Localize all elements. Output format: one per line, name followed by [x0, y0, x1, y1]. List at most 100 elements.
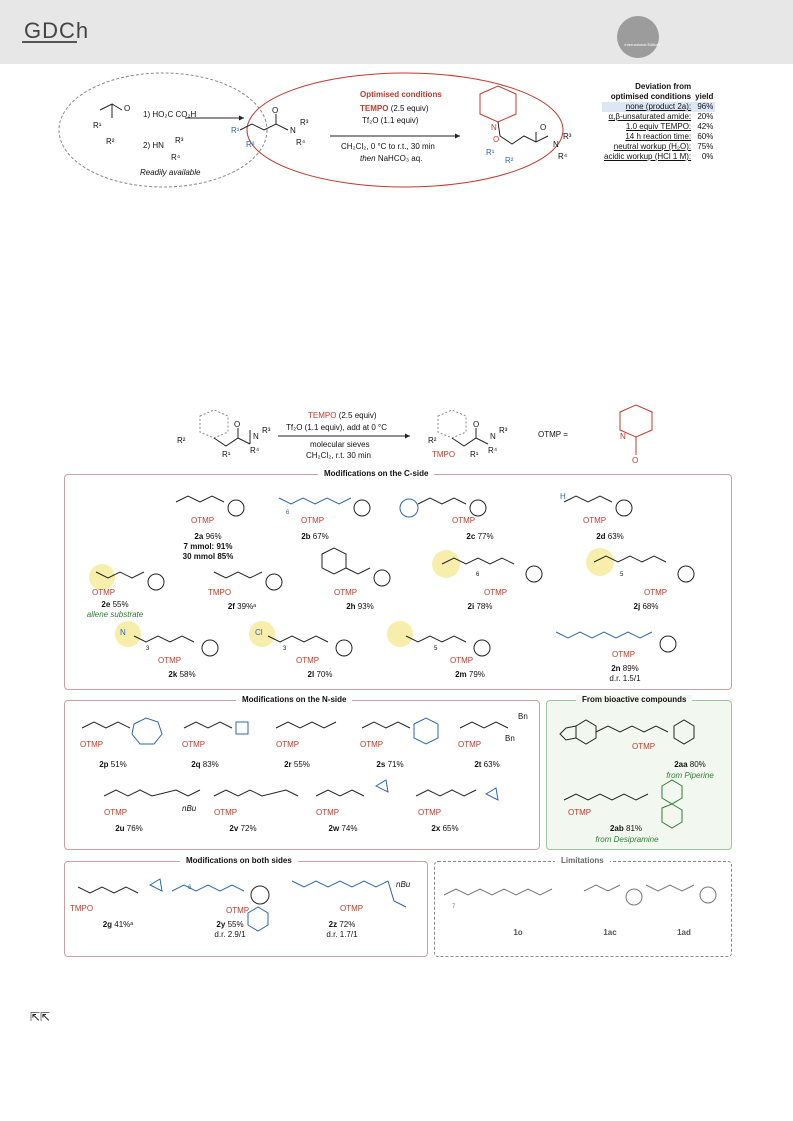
compound-2a-7mmol: 7 mmol: 91% — [183, 542, 233, 551]
otmp-label: OTMP — [296, 656, 320, 665]
otmp-label: OTMP — [568, 808, 592, 817]
otmp-label: OTMP — [360, 740, 384, 749]
sm2-n: N — [253, 432, 259, 441]
product-amide-n: N — [553, 140, 559, 149]
sm-bonds — [213, 428, 251, 447]
compound-2y: 2y 55% — [200, 920, 260, 929]
compound-1ac: 1ac — [603, 928, 617, 937]
struct-2r — [275, 721, 337, 729]
aldehyde-r2: R² — [106, 137, 115, 146]
sm-dashed-ring — [199, 409, 229, 439]
compound-2p: 2p 51% — [88, 760, 138, 769]
amine-r3: R³ — [175, 136, 184, 145]
product2-bonds — [451, 428, 489, 447]
compound-2l: 2l 70% — [290, 670, 350, 679]
deviation-label: neutral workup (H₂O): — [613, 142, 692, 151]
solvent-condition: CH₂Cl₂, 0 °C to r.t., 30 min — [341, 142, 435, 151]
struct-2y — [171, 884, 270, 932]
struct-2f — [213, 571, 283, 591]
struct-2l — [267, 635, 353, 657]
compound-id: 2r — [284, 760, 292, 769]
compound-yield: 55% — [112, 600, 129, 609]
n-side-structures — [81, 717, 509, 801]
compound-yield: 72% — [240, 824, 257, 833]
scheme2-cond-3: molecular sieves — [310, 440, 370, 449]
tempo-condition: TEMPO (2.5 equiv) — [360, 104, 428, 113]
compound-yield: 55% — [293, 760, 310, 769]
otmp-label: OTMP — [340, 904, 364, 913]
highlight-2j — [586, 548, 614, 576]
compound-yield: 80% — [689, 760, 706, 769]
compound-2s: 2s 71% — [365, 760, 415, 769]
struct-1ac — [583, 884, 643, 906]
compound-2r: 2r 55% — [272, 760, 322, 769]
otmp-ring — [619, 404, 653, 438]
sm2-r4: R⁴ — [250, 446, 260, 455]
compound-yield: 77% — [477, 532, 494, 541]
compound-2m: 2m 79% — [440, 670, 500, 679]
compound-id: 2t — [474, 760, 482, 769]
compound-yield: 72% — [339, 920, 356, 929]
compound-2a: 2a 96% — [168, 532, 248, 541]
struct-1ad — [645, 884, 717, 904]
bn-label-1: Bn — [518, 712, 528, 721]
deviation-label: 14 h reaction time: — [625, 132, 692, 141]
compound-id: 2f — [227, 602, 235, 611]
otmp-label: OTMP — [158, 656, 182, 665]
compound-yield: 89% — [622, 664, 639, 673]
compound-id: 2ab — [609, 824, 624, 833]
otmp-label: OTMP — [80, 740, 104, 749]
deviation-label: α,β-unsaturated amide: — [608, 112, 692, 121]
product-n: N — [491, 123, 497, 132]
compound-yield: 96% — [205, 532, 222, 541]
sm2-r3: R³ — [262, 426, 271, 435]
deviation-row: neutral workup (H₂O):75% — [602, 142, 715, 152]
compound-id: 2i — [467, 602, 475, 611]
product-r3: R³ — [563, 132, 572, 141]
compound-id: 2aa — [674, 760, 688, 769]
bioactive-title: From bioactive compounds — [576, 695, 693, 704]
compound-2c: 2c 77% — [450, 532, 510, 541]
readily-available-label: Readily available — [140, 168, 201, 177]
compound-2x: 2x 65% — [420, 824, 470, 833]
otmp-label: OTMP — [612, 650, 636, 659]
compound-2j: 2j 68% — [616, 602, 676, 611]
optimised-conditions-title: Optimised conditions — [360, 90, 442, 99]
scheme2-cond-2: Tf₂O (1.1 equiv), add at 0 °C — [286, 423, 388, 432]
struct-2v — [213, 789, 299, 797]
product-bonds — [497, 121, 549, 145]
expand-icon[interactable]: ⇱⇱ — [30, 1010, 51, 1024]
compound-2d: 2d 63% — [580, 532, 640, 541]
journal-header — [0, 0, 793, 64]
compound-yield: 65% — [442, 824, 459, 833]
compound-id: 2e — [101, 600, 111, 609]
p2-r4: R⁴ — [488, 446, 498, 455]
chain-n-2b: 6 — [286, 510, 290, 516]
both-sides-structures — [77, 878, 407, 932]
highlight-2l — [249, 621, 275, 647]
compound-yield: 79% — [468, 670, 485, 679]
p2-tmpo: TMPO — [432, 450, 456, 459]
struct-2k — [133, 635, 219, 657]
arrow-2-head — [455, 133, 460, 139]
step-1-text: 1) HO₂C CO₂H — [143, 110, 197, 119]
compound-yield: 63% — [607, 532, 624, 541]
scheme-1-graphic — [58, 72, 564, 188]
product-r4: R⁴ — [558, 152, 568, 161]
otmp-label: OTMP — [484, 588, 508, 597]
deviation-row: none (product 2a):96% — [602, 102, 716, 112]
compound-id: 2q — [191, 760, 201, 769]
p2-r1: R¹ — [470, 450, 479, 459]
compound-yield: 55% — [227, 920, 244, 929]
otmp-label: OTMP — [104, 808, 128, 817]
otmp-label: OTMP — [632, 742, 656, 751]
scheme2-tempo-equiv: (2.5 equiv) — [338, 411, 377, 420]
struct-2z — [291, 880, 407, 908]
otmp-label: OTMP — [214, 808, 238, 817]
compound-yield: 78% — [476, 602, 493, 611]
compound-id: 2z — [328, 920, 338, 929]
otmp-label: OTMP — [182, 740, 206, 749]
deviation-label: none (product 2a): — [602, 102, 694, 112]
scheme2-cond-4: CH₂Cl₂, r.t. 30 min — [306, 451, 371, 460]
scheme2-cond-1: TEMPO (2.5 equiv) — [308, 411, 376, 420]
